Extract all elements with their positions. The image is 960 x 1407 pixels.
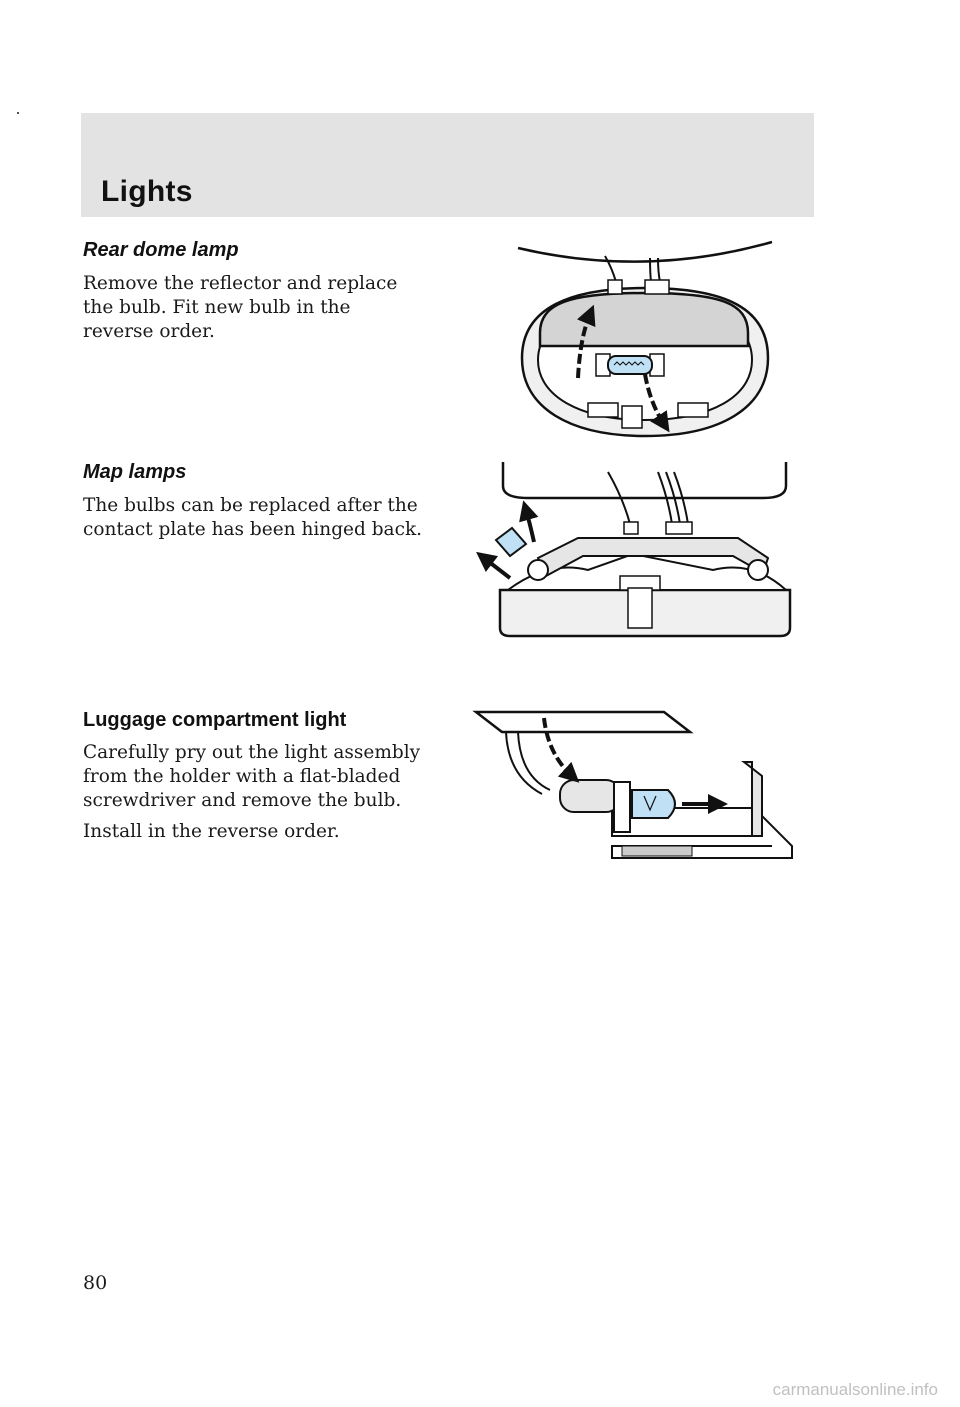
bulb-socket [559, 779, 631, 833]
watermark: carmanualsonline.info [772, 1380, 938, 1399]
page-number: 80 [83, 1272, 108, 1294]
text-line: The bulbs can be replaced after the [83, 495, 418, 516]
contact-plate [527, 537, 770, 581]
festoon-bulb [595, 353, 665, 377]
heading-map-lamps: Map lamps [83, 461, 187, 483]
arrow-down-icon [542, 717, 580, 783]
wedge-bulb [494, 526, 528, 558]
arrow-upleft-icon [476, 551, 512, 580]
wires [505, 731, 551, 795]
luggage-light-illustration [472, 710, 793, 859]
paragraph-luggage-light: Carefully pry out the light assembly fro… [83, 741, 420, 813]
arrow-up-icon [519, 500, 539, 543]
rear-dome-lamp-illustration [517, 240, 773, 438]
paragraph-rear-dome-lamp: Remove the reflector and replace the bul… [83, 272, 397, 344]
text-line: from the holder with a flat-bladed [83, 766, 401, 787]
capsule-bulb [631, 789, 676, 819]
page-title: Lights [101, 175, 193, 208]
wires [604, 255, 661, 283]
text-line: contact plate has been hinged back. [83, 519, 423, 540]
text-line: the bulb. Fit new bulb in the [83, 297, 351, 318]
trim-panel [472, 710, 694, 734]
text-line: Remove the reflector and replace [83, 273, 398, 294]
map-lamps-illustration [476, 462, 792, 638]
paragraph-map-lamps: The bulbs can be replaced after the cont… [83, 494, 422, 542]
console-housing [498, 552, 792, 638]
corner-mark [17, 112, 19, 114]
text-line: reverse order. [83, 321, 215, 342]
text-line: Carefully pry out the light assembly [83, 742, 421, 763]
wires [607, 471, 693, 535]
arrow-up-icon [576, 304, 596, 379]
paragraph-install-note: Install in the reverse order. [83, 821, 340, 842]
heading-rear-dome-lamp: Rear dome lamp [83, 239, 239, 261]
headliner-panel [501, 462, 788, 500]
text-line: screwdriver and remove the bulb. [83, 790, 402, 811]
heading-luggage-compartment-light: Luggage compartment light [83, 709, 347, 731]
headliner-edge [517, 240, 773, 263]
section-header-band: Lights [81, 113, 814, 217]
arrow-down-icon [643, 373, 670, 433]
